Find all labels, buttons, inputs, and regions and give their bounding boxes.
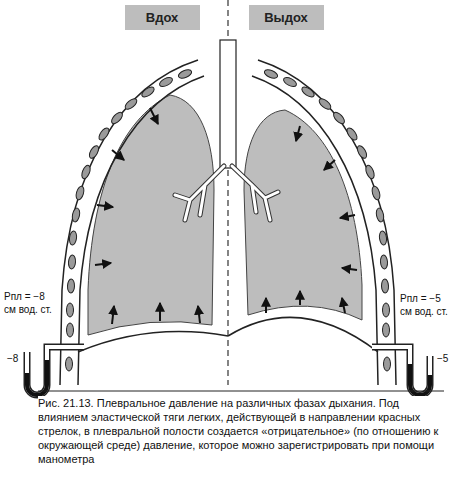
recoil-arrow bbox=[150, 108, 158, 124]
rib bbox=[381, 279, 388, 293]
bronchus bbox=[175, 166, 224, 220]
recoil-arrow bbox=[342, 268, 357, 270]
bronchus bbox=[232, 166, 278, 220]
rib bbox=[75, 185, 86, 200]
rib bbox=[68, 255, 76, 269]
rib bbox=[317, 97, 332, 111]
recoil-arrow bbox=[159, 303, 161, 321]
trachea bbox=[220, 40, 236, 168]
recoil-arrow bbox=[95, 263, 111, 265]
recoil-arrow bbox=[97, 205, 113, 207]
bronchi bbox=[175, 166, 278, 220]
rib bbox=[300, 85, 316, 99]
rib bbox=[364, 164, 376, 180]
manometer-tube bbox=[372, 347, 430, 395]
rib bbox=[345, 126, 359, 141]
recoil-arrows bbox=[95, 108, 357, 324]
header-box: Выдох bbox=[249, 5, 324, 30]
manometer-fluid bbox=[27, 360, 47, 395]
right-lung bbox=[244, 110, 362, 320]
rib bbox=[384, 357, 391, 371]
caption-rule bbox=[38, 391, 444, 392]
manometer bbox=[27, 347, 84, 395]
rib bbox=[80, 164, 92, 180]
rib bbox=[177, 68, 193, 80]
recoil-arrow bbox=[324, 160, 335, 170]
rib bbox=[88, 144, 101, 160]
rib bbox=[263, 68, 279, 80]
rib bbox=[379, 231, 388, 246]
rib bbox=[71, 207, 81, 222]
manometer bbox=[372, 347, 430, 395]
rib bbox=[67, 279, 74, 293]
rib bbox=[69, 231, 78, 246]
rib bbox=[380, 255, 388, 269]
rib bbox=[66, 357, 73, 371]
rib bbox=[67, 303, 74, 317]
recoil-arrow bbox=[299, 291, 301, 305]
bronchi-outline bbox=[175, 166, 278, 220]
diaphragm bbox=[78, 332, 228, 352]
bronchus bbox=[232, 166, 278, 220]
left-lung bbox=[88, 95, 214, 335]
diaphragm bbox=[228, 317, 378, 352]
rib bbox=[383, 303, 390, 317]
rib bbox=[356, 144, 369, 160]
header-box: Вдох bbox=[125, 5, 200, 30]
rib bbox=[375, 207, 385, 222]
chest-wall-outer bbox=[258, 60, 396, 385]
recoil-arrow bbox=[340, 215, 355, 218]
bronchus bbox=[175, 166, 224, 220]
recoil-arrow bbox=[342, 298, 345, 313]
rib bbox=[158, 76, 174, 89]
rib bbox=[332, 110, 347, 125]
phase-heading: Выдох bbox=[264, 10, 308, 25]
recoil-arrow bbox=[112, 306, 114, 324]
pressure-label: Рпл = −8 см вод. ст. bbox=[4, 290, 58, 316]
recoil-arrow bbox=[296, 126, 300, 141]
manometer-tube bbox=[27, 347, 84, 395]
manometer-tube bbox=[372, 347, 430, 395]
rib bbox=[110, 110, 125, 125]
recoil-arrow bbox=[198, 306, 200, 323]
rib bbox=[282, 76, 298, 89]
chest-wall-inner bbox=[78, 76, 204, 385]
rib bbox=[97, 126, 111, 141]
gauge-reading: −8 bbox=[7, 352, 18, 365]
rib bbox=[123, 97, 138, 111]
recoil-arrow bbox=[265, 298, 267, 313]
phase-heading: Вдох bbox=[146, 10, 179, 25]
rib bbox=[371, 185, 382, 200]
rib bbox=[140, 85, 156, 99]
gauge-reading: −5 bbox=[437, 352, 448, 365]
recoil-arrow bbox=[112, 150, 124, 160]
figure-caption: Рис. 21.13. Плевральное давление на разл… bbox=[38, 396, 443, 466]
pressure-label: Рпл = −5 см вод. ст. bbox=[400, 292, 452, 318]
manometer-fluid bbox=[410, 364, 430, 395]
rib bbox=[383, 323, 390, 337]
manometer-tube bbox=[27, 347, 84, 395]
rib bbox=[67, 323, 74, 337]
